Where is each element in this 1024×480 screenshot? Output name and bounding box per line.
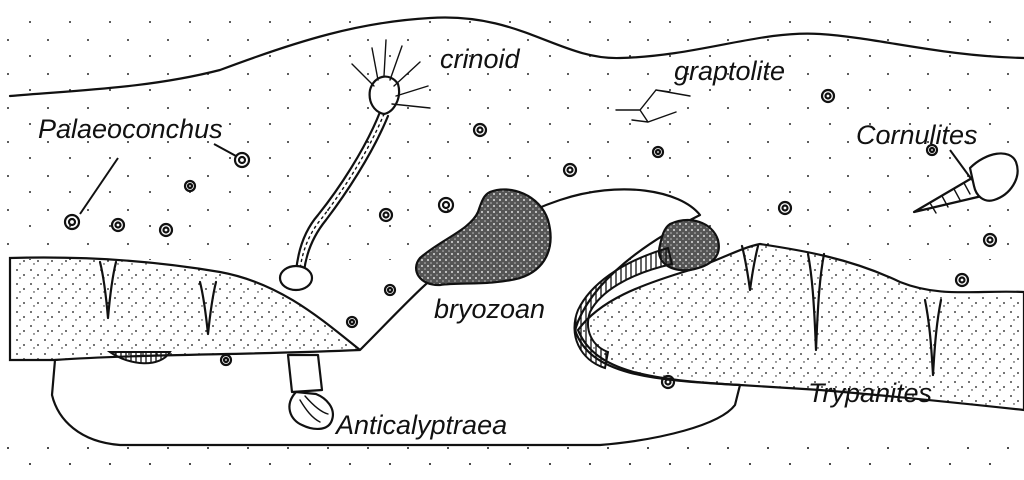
- label-graptolite: graptolite: [674, 56, 785, 86]
- label-cornulites: Cornulites: [856, 120, 978, 150]
- label-trypanites: Trypanites: [808, 378, 932, 408]
- label-palaeoconchus: Palaeoconchus: [38, 114, 223, 144]
- label-crinoid: crinoid: [440, 44, 521, 74]
- label-bryozoan: bryozoan: [434, 294, 545, 324]
- lower-sediment-dots: [0, 440, 1024, 480]
- label-anticalyptraea: Anticalyptraea: [334, 410, 507, 440]
